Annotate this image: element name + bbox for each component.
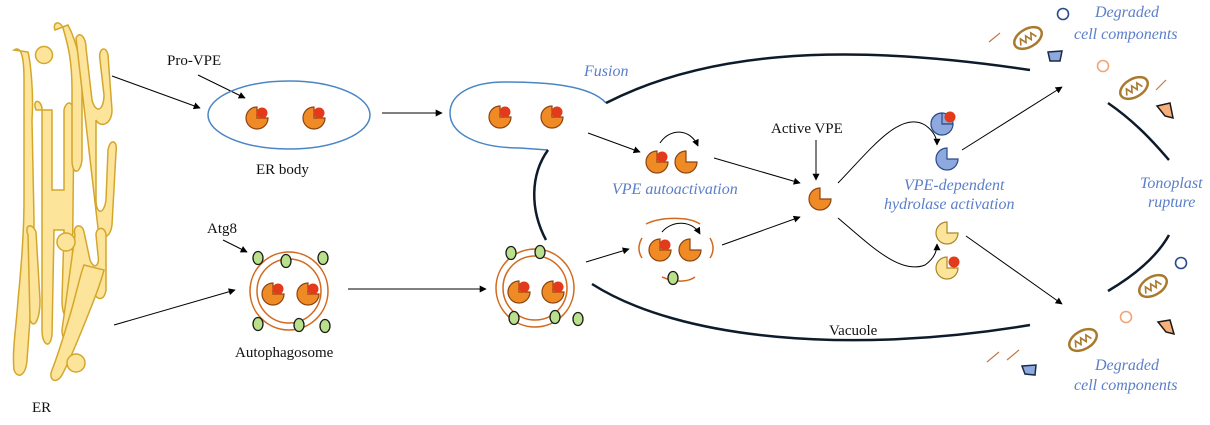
protein-fragment-icon [1020,364,1037,376]
pro-vpe-icon [245,106,269,130]
hydrolase-label-line1: VPE-dependent [904,177,1005,194]
pro-vpe-icon [648,238,672,262]
atg8-icon [667,270,679,286]
atg8-icon [572,311,584,327]
protein-fragment-icon [1156,319,1176,336]
vpe-autoactivation-label: VPE autoactivation [612,181,738,198]
arrow-er-to-erbody [111,75,201,110]
mitochondrion-icon [1009,21,1047,55]
fragment-icon [986,351,1000,363]
autophagosome-fragment [661,276,696,282]
pro-vpe-icon [302,106,326,130]
arrow-to-active-vpe [721,215,801,246]
er-body-membrane [207,80,371,150]
autoactivation-curved-arrow [661,222,701,235]
atg8-icon [280,253,292,269]
fusing-er-body-membrane [449,81,607,151]
arrow-vpe-to-blue-hydrolase [837,121,941,184]
atg8-label: Atg8 [207,221,237,237]
tonoplast-label-line2: rupture [1148,194,1195,211]
vacuole-membrane-bottom [591,282,1031,342]
pro-vpe-icon [507,280,531,304]
pro-vpe-icon [645,150,669,174]
vacuole-membrane-top [605,53,1031,105]
pro-vpe-icon [488,105,512,129]
arrow-to-autophagic-autoactivation [585,247,630,263]
atg8-icon [293,317,305,333]
arrow-er-to-autophagosome [113,288,236,326]
autophagosome-fragment [709,237,714,259]
er-label: ER [32,400,51,416]
yellow-hydrolase-pro [935,256,960,280]
degraded-bottom-line2: cell components [1074,377,1178,394]
vesicle-icon [1119,310,1133,324]
pro-vpe-icon [541,280,565,304]
pro-vpe-icon [540,105,564,129]
yellow-hydrolase-active [935,221,959,245]
blue-hydrolase-active [935,147,959,171]
er-body-label: ER body [256,162,309,178]
autophagosome-fragment [645,217,701,225]
atg8-icon [505,245,517,261]
arrow-to-autoactivation [587,132,641,154]
atg8-icon [252,316,264,332]
pro-vpe-icon [296,282,320,306]
atg8-icon [317,250,329,266]
active-vpe-icon [808,187,832,211]
mitochondrion-icon [1115,71,1153,105]
active-vpe-icon [674,150,698,174]
vesicle-icon [1096,59,1110,73]
arrow-vpe-to-yellow-hydrolase [837,217,941,268]
degraded-top-line1: Degraded [1094,4,1160,21]
atg8-icon [549,309,561,325]
autoactivation-curved-arrow [659,131,699,147]
fused-autophagosome-inner [502,255,568,321]
vacuole-membrane-left [533,149,550,241]
fusion-label: Fusion [583,63,628,80]
blue-hydrolase-pro [930,111,956,136]
arrow-to-degraded-bottom [965,235,1063,305]
mitochondrion-icon [1064,323,1102,357]
autophagosome-label: Autophagosome [235,345,334,361]
tonoplast-fragment-bottom [1107,234,1171,293]
arrow-pro-vpe-pointer [197,74,246,99]
active-vpe-icon [678,238,702,262]
er-network [11,22,118,382]
protein-fragment-icon [1155,102,1174,120]
vesicle-icon [1056,7,1070,21]
active-vpe-label: Active VPE [771,121,843,137]
pro-vpe-label: Pro-VPE [167,53,221,69]
atg8-icon [319,318,331,334]
tonoplast-fragment-top [1107,101,1170,161]
arrow-to-degraded-top [961,86,1063,151]
atg8-icon [508,310,520,326]
vesicle-icon [1174,256,1188,270]
vacuole-label: Vacuole [829,323,878,339]
mitochondrion-icon [1134,269,1172,303]
degraded-top-line2: cell components [1074,26,1178,43]
tonoplast-label-line1: Tonoplast [1140,175,1203,192]
fragment-icon [1006,349,1020,361]
protein-fragment-icon [1047,50,1063,62]
arrow-atg8-pointer [222,239,248,253]
atg8-icon [252,250,264,266]
fragment-icon [1155,79,1167,91]
arrow-to-active-vpe [713,157,801,185]
hydrolase-label-line2: hydrolase activation [884,196,1015,213]
autophagosome-fragment [638,237,643,259]
autophagosome-outer-membrane [249,251,329,331]
degraded-bottom-line1: Degraded [1094,357,1160,374]
pro-vpe-icon [261,282,285,306]
fragment-icon [988,32,1001,43]
atg8-icon [534,244,546,260]
